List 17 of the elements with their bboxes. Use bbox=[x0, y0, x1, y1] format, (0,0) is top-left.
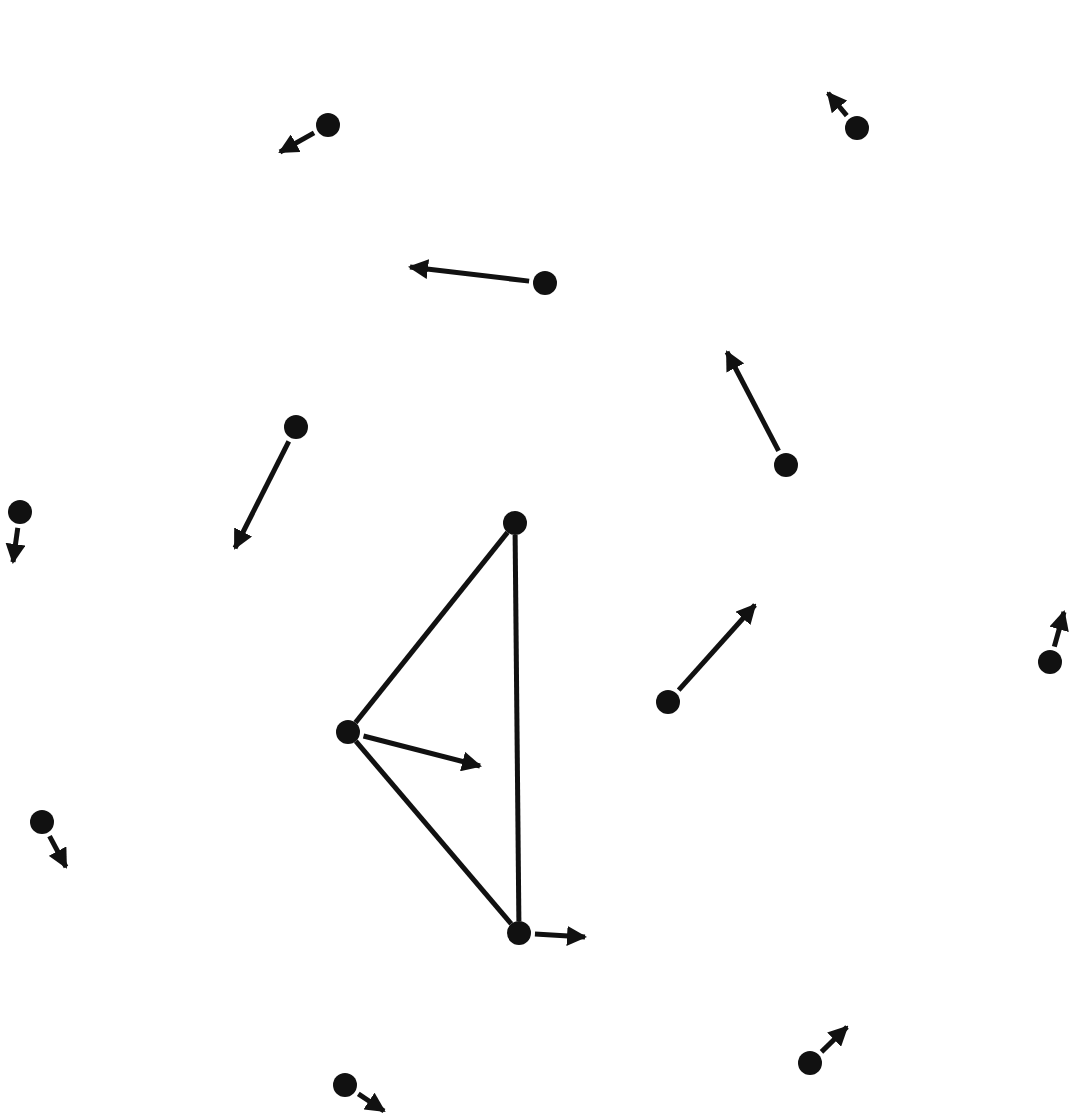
dot bbox=[774, 453, 798, 477]
dot bbox=[333, 1073, 357, 1097]
dot bbox=[8, 500, 32, 524]
connector-line bbox=[353, 739, 514, 926]
dot bbox=[316, 113, 340, 137]
connector-line bbox=[512, 534, 522, 922]
dot bbox=[284, 415, 308, 439]
dot bbox=[656, 690, 680, 714]
dot bbox=[533, 271, 557, 295]
dot bbox=[503, 511, 527, 535]
dot bbox=[507, 921, 531, 945]
dot bbox=[336, 720, 360, 744]
dot bbox=[30, 810, 54, 834]
dot bbox=[845, 116, 869, 140]
dot bbox=[798, 1051, 822, 1075]
dot bbox=[1038, 650, 1062, 674]
connector-line bbox=[353, 530, 510, 725]
